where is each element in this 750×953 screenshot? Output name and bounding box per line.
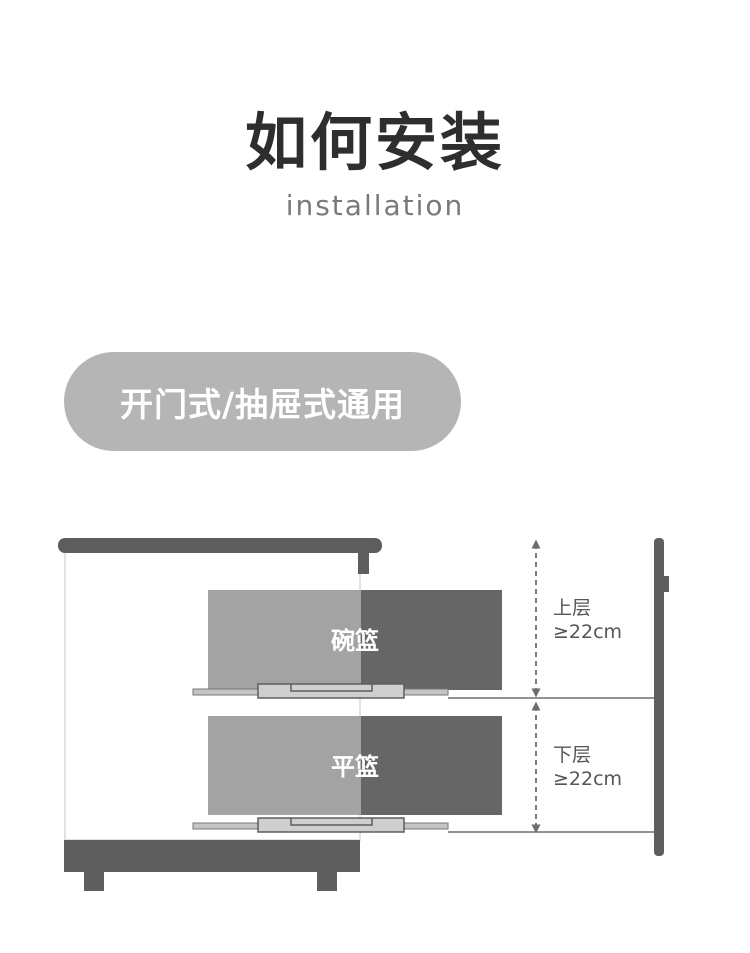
bowl-basket-inner	[208, 590, 361, 690]
cabinet-base	[64, 840, 360, 872]
cabinet-countertop	[58, 538, 382, 553]
lower-level-label: 下层	[553, 744, 591, 766]
wall-panel	[654, 538, 664, 856]
flat-basket-inner	[208, 716, 361, 815]
usage-badge-label: 开门式/抽屉式通用	[119, 384, 406, 424]
flat-basket-outer	[361, 716, 502, 815]
upper-level-label: 上层	[553, 597, 591, 619]
usage-badge: 开门式/抽屉式通用	[64, 352, 461, 451]
lower-level-value: ≥22cm	[553, 768, 622, 790]
page-subtitle: installation	[285, 189, 465, 222]
bowl-basket-outer	[361, 590, 502, 690]
flat-basket-label: 平篮	[331, 753, 379, 781]
wall-panel-bracket	[662, 576, 669, 592]
page-title: 如何安装	[244, 106, 505, 179]
upper-slide-rail	[192, 683, 449, 699]
lower-slide-rail	[192, 817, 449, 833]
upper-level-value: ≥22cm	[553, 621, 622, 643]
cabinet-leg-left	[84, 872, 104, 891]
cabinet-leg-right	[317, 872, 337, 891]
bowl-basket-label: 碗篮	[331, 627, 379, 655]
cabinet-front-lip	[358, 550, 369, 574]
